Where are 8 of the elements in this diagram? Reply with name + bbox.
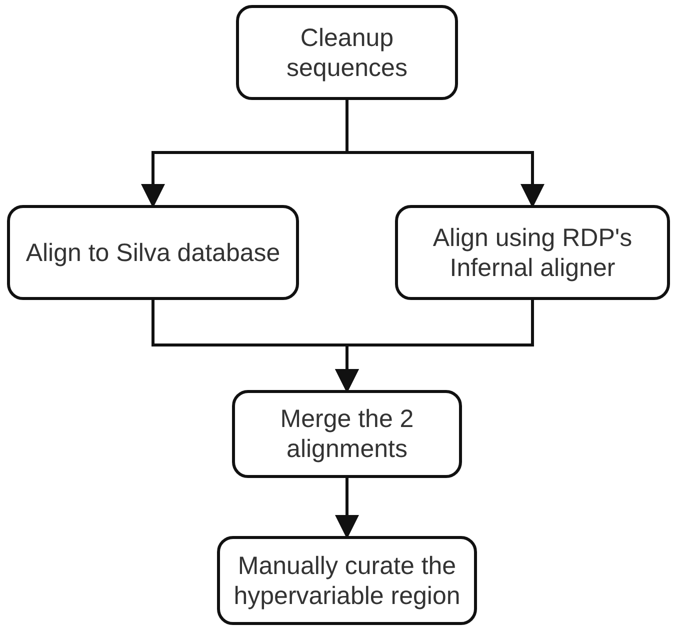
process-box: Align using RDP's Infernal aligner [395,205,670,300]
process-box: Cleanup sequences [236,5,458,100]
arrow [335,300,534,393]
arrow [335,478,359,539]
process-box: Manually curate the hypervariable region [217,536,477,625]
arrow [346,100,544,208]
process-box: Align to Silva database [7,205,299,300]
process-box: Merge the 2 alignments [232,390,462,478]
